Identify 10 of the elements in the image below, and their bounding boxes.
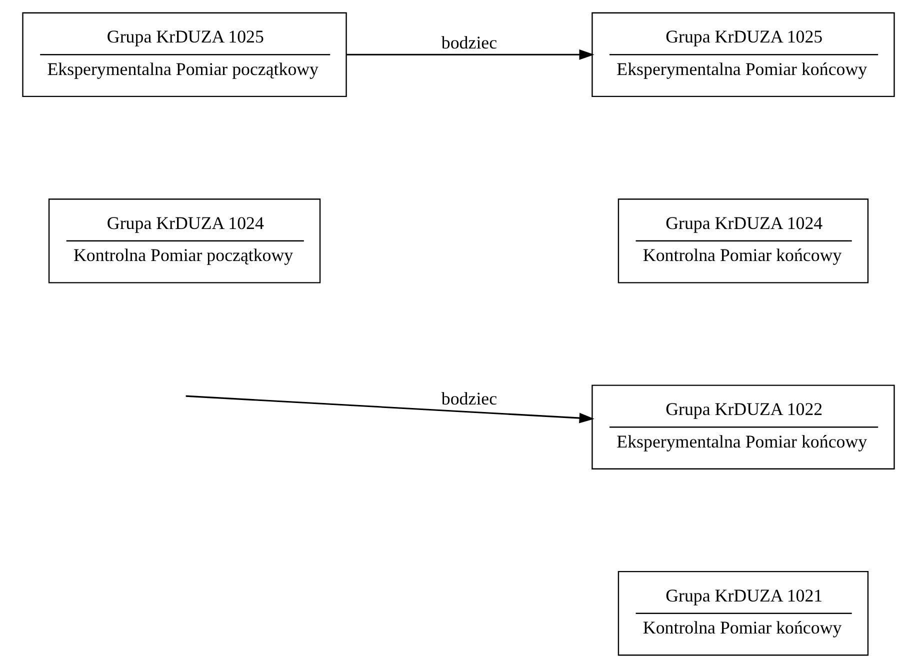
node-box: Grupa KrDUZA 1024 Kontrolna Pomiar początkowy (48, 198, 321, 284)
edge-label: bodziec (441, 32, 498, 53)
arrow (186, 395, 594, 424)
node-box: Grupa KrDUZA 1025 Eksperymentalna Pomiar końcowy (592, 12, 895, 98)
node-box: Grupa KrDUZA 1024 Kontrolna Pomiar końcowy (618, 198, 869, 284)
edge-label: bodziec (441, 388, 498, 408)
arrow (346, 49, 594, 60)
node-box: Grupa KrDUZA 1025 Eksperymentalna Pomiar początkowy (22, 12, 347, 98)
node-box: Grupa KrDUZA 1022 Eksperymentalna Pomiar końcowy (592, 384, 895, 470)
node-box: Grupa KrDUZA 1021 Kontrolna Pomiar końcowy (618, 570, 869, 656)
